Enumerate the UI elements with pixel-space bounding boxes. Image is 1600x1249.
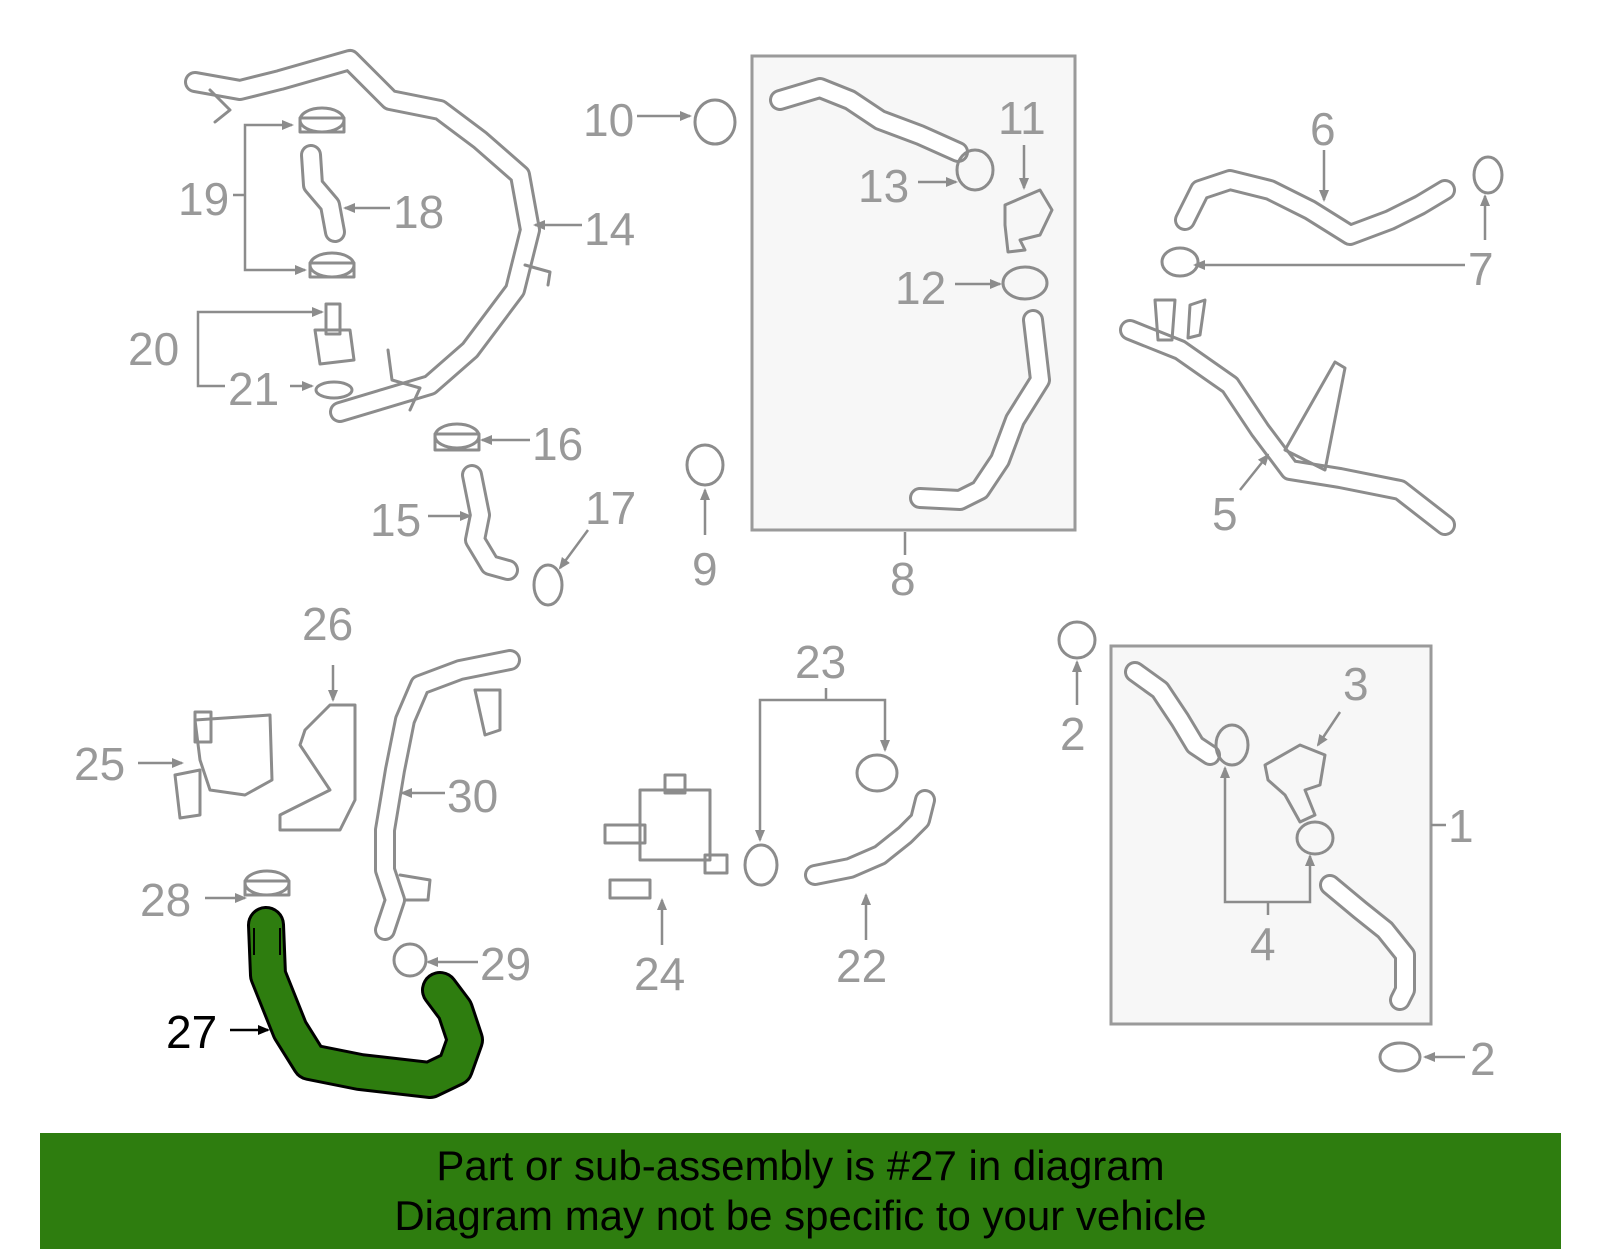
callout-28: 28 — [140, 874, 191, 926]
part-13-clamp — [955, 148, 995, 192]
part-8-upper-hose — [769, 77, 969, 163]
part-7-clamp-right — [1472, 155, 1504, 195]
callout-26: 26 — [302, 598, 353, 650]
part-4-clamp-lower — [1295, 820, 1335, 856]
callout-20: 20 — [128, 323, 179, 375]
callout-15: 15 — [370, 494, 421, 546]
callout-10: 10 — [583, 94, 634, 146]
banner-line-1: Part or sub-assembly is #27 in diagram — [436, 1142, 1165, 1189]
part-11-connector — [1003, 188, 1054, 254]
callout-23: 23 — [795, 636, 846, 688]
part-17-clamp — [532, 563, 564, 607]
callout-4: 4 — [1250, 918, 1276, 970]
part-26-bracket — [278, 703, 357, 832]
callout-6: 6 — [1310, 103, 1336, 155]
part-16-clamp — [433, 422, 481, 452]
callout-13: 13 — [858, 160, 909, 212]
part-23-clamp-upper — [855, 753, 899, 793]
part-1-lower-hose — [1319, 874, 1416, 1011]
part-23-clamp-lower — [743, 843, 779, 887]
callout-25: 25 — [74, 738, 125, 790]
callout-5: 5 — [1212, 488, 1238, 540]
part-24-valve — [603, 773, 729, 900]
part-27-hose-highlighted — [247, 906, 484, 1099]
part-15-hose — [461, 464, 519, 581]
callout-1: 1 — [1448, 800, 1474, 852]
callout-12: 12 — [895, 262, 946, 314]
callout-17: 17 — [585, 482, 636, 534]
callout-22: 22 — [836, 940, 887, 992]
part-29-clamp — [392, 942, 428, 978]
part-12-clamp — [1001, 265, 1049, 301]
callout-2-top: 2 — [1060, 708, 1086, 760]
callout-11: 11 — [998, 92, 1046, 144]
part-10-clamp — [693, 98, 737, 146]
callout-8: 8 — [890, 553, 916, 605]
part-30-pipe — [374, 649, 521, 941]
part-21-oring — [314, 380, 354, 400]
part-20-fitting — [313, 302, 356, 366]
callout-14: 14 — [584, 203, 635, 255]
part-8-lower-hose — [909, 309, 1051, 511]
callout-29: 29 — [480, 938, 531, 990]
callout-30: 30 — [447, 770, 498, 822]
part-22-hose — [804, 789, 936, 886]
callout-2-bottom: 2 — [1470, 1033, 1496, 1085]
part-1-upper-hose — [1124, 661, 1221, 766]
part-18-hose — [300, 144, 346, 243]
part-info-banner: Part or sub-assembly is #27 in diagram D… — [40, 1133, 1561, 1249]
part-3-connector — [1263, 743, 1327, 824]
callout-18: 18 — [393, 186, 444, 238]
leader-lines — [138, 111, 1490, 1062]
part-2-clamp-top — [1057, 620, 1097, 660]
part-25-pump — [173, 710, 274, 820]
part-7-clamp-left — [1160, 246, 1200, 278]
callout-16: 16 — [532, 418, 583, 470]
part-2-clamp-bottom — [1378, 1041, 1422, 1073]
callout-3: 3 — [1343, 658, 1369, 710]
callout-27: 27 — [166, 1006, 217, 1058]
part-19-clamp-bottom — [308, 251, 356, 279]
part-14-coolant-pipe — [184, 49, 552, 423]
callout-19: 19 — [178, 173, 229, 225]
part-19-clamp-top — [298, 106, 346, 134]
banner-line-2: Diagram may not be specific to your vehi… — [394, 1192, 1207, 1239]
part-5-pipe — [1119, 298, 1456, 536]
callout-24: 24 — [634, 948, 685, 1000]
part-28-clamp — [243, 869, 291, 897]
part-9-clamp — [685, 443, 725, 487]
callout-7: 7 — [1468, 243, 1494, 295]
callout-labels: 10 13 11 12 9 8 6 7 5 14 18 19 20 21 16 … — [74, 92, 1496, 1085]
callout-9: 9 — [692, 543, 718, 595]
part-4-clamp-upper — [1214, 723, 1250, 767]
part-6-hose — [1174, 169, 1456, 246]
callout-21: 21 — [228, 363, 279, 415]
